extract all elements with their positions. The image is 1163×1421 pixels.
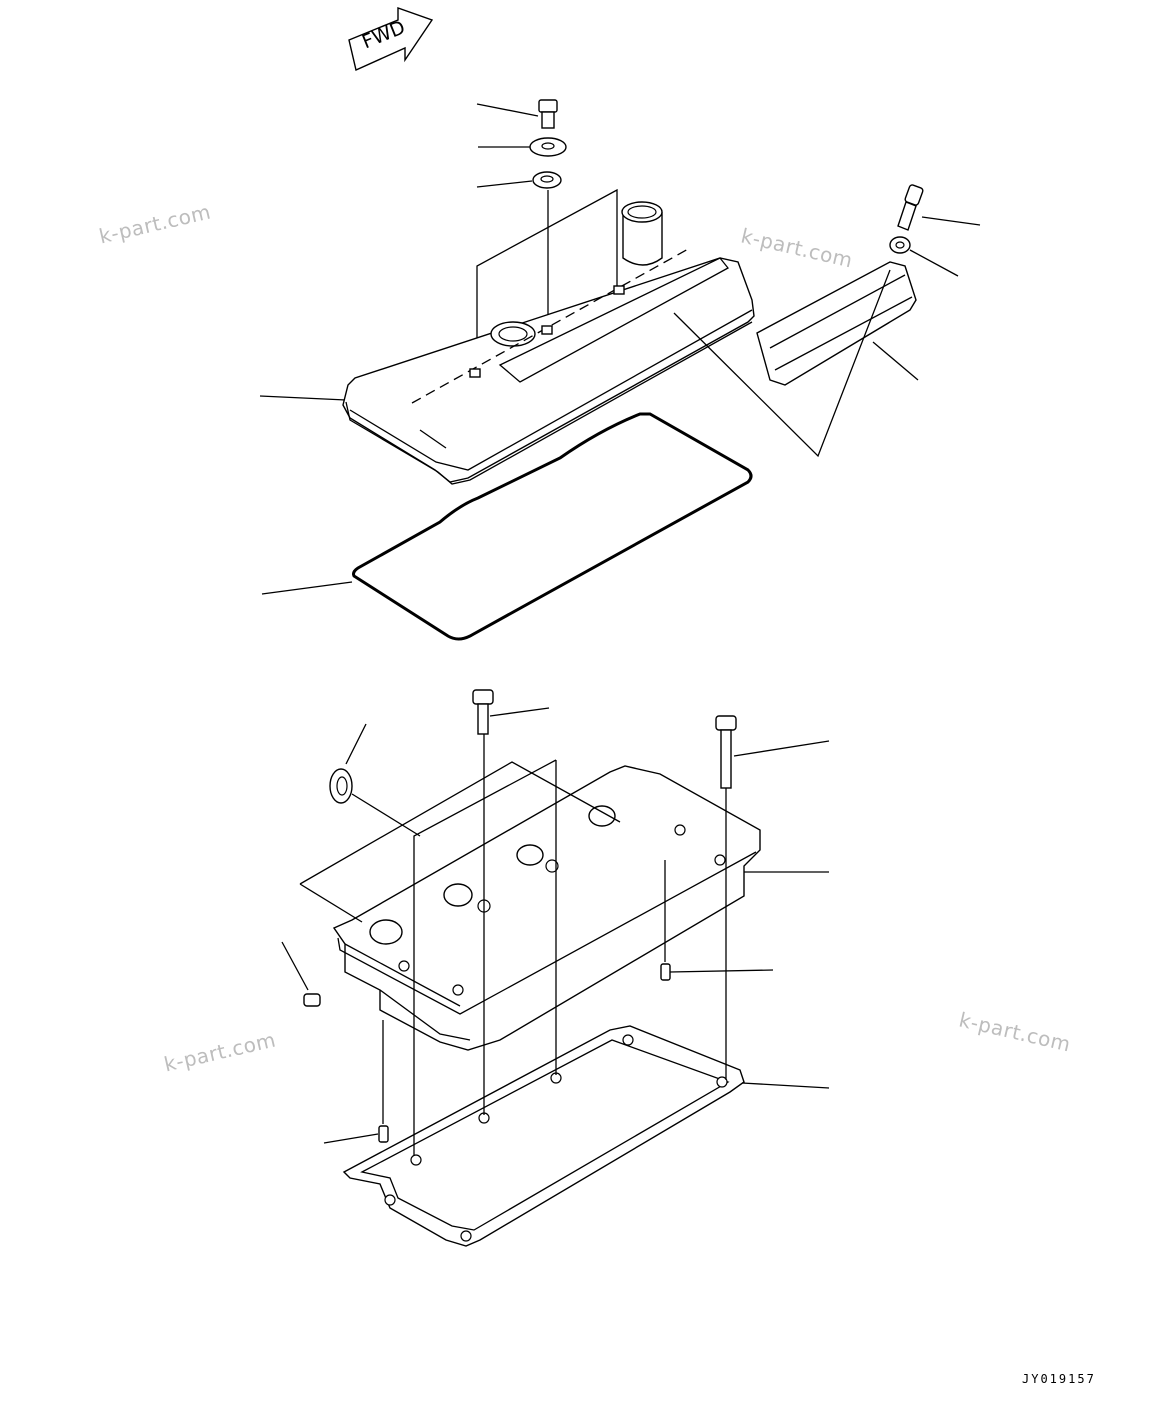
rocker-cover-gasket [352,412,753,641]
head-bolt-right [715,715,737,789]
cap-washer-upper [529,137,567,157]
banjo-bolt [897,184,924,231]
sealing-washer [889,236,911,254]
cylinder-head [332,765,761,1051]
side-cover-plate [756,261,917,386]
dowel-pin-right [660,963,671,981]
leader-lines-top [259,103,618,595]
plug [303,993,321,1007]
cap-bolt [538,99,558,129]
figure-code: JY019157 [1022,1372,1096,1386]
leader-lines-bottom [281,707,830,1155]
head-gasket [342,1025,745,1247]
leader-lines-right [673,216,981,458]
oil-seal [329,768,353,804]
head-bolt-left [472,689,494,735]
fwd-arrow-icon [348,7,434,71]
cap-washer-lower [532,171,562,189]
dowel-pin-left [378,1125,389,1143]
rocker-cover [342,201,755,485]
